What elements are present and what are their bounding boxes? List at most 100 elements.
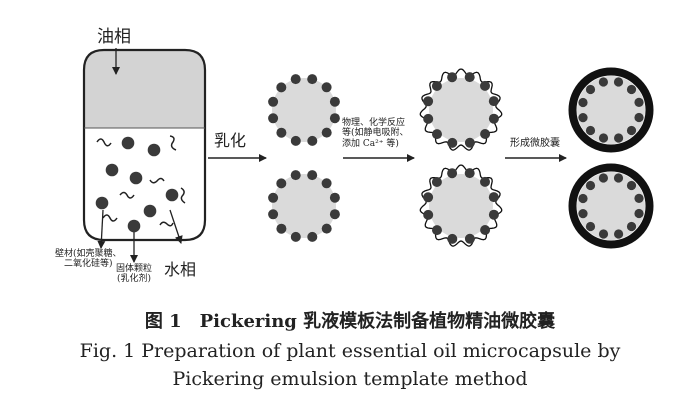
adsorbed-particle [613, 77, 624, 87]
adsorbed-particle [488, 209, 499, 220]
reaction-label-line1: 物理、化学反应 [342, 118, 406, 128]
solid-particle-label-line2: (乳化剂) [116, 274, 152, 285]
beaker [82, 48, 207, 242]
pickering-droplets [268, 74, 340, 242]
pickering-process-diagram [82, 48, 654, 263]
solid-particle [129, 171, 143, 185]
adsorbed-particle [432, 129, 442, 140]
adsorbed-particle [290, 231, 301, 242]
adsorbed-particle [329, 113, 340, 124]
figure-caption-en-line2: Pickering emulsion template method [172, 368, 528, 390]
adsorbed-particle [321, 82, 332, 93]
adsorbed-particle [578, 97, 588, 108]
adsorbed-particle [447, 72, 458, 83]
adsorbed-particle [307, 231, 318, 242]
capsule-shell [568, 67, 654, 153]
adsorbed-particle [464, 137, 475, 148]
adsorbed-particle [268, 96, 279, 107]
adsorbed-particle [634, 112, 644, 123]
oil-droplet [272, 174, 336, 238]
adsorbed-particle [585, 180, 596, 191]
adsorbed-particle [614, 133, 624, 143]
adsorbed-particle [488, 192, 499, 203]
adsorbed-particle [307, 170, 318, 181]
adsorbed-particle [276, 223, 287, 234]
adsorbed-particle [626, 125, 637, 136]
adsorbed-particle [598, 173, 609, 183]
adsorbed-particle [307, 135, 318, 146]
wall-material-label-line2: 二氧化硅等) [64, 259, 113, 270]
reaction-label-line2: 等(如静电吸附、 [342, 128, 409, 139]
adsorbed-particle [431, 81, 442, 91]
solid-particle-label-line1: 固体颗粒 [116, 264, 153, 274]
adsorbed-particle [329, 192, 340, 203]
adsorbed-particle [464, 168, 475, 179]
adsorbed-particle [447, 233, 458, 244]
adsorbed-particle [423, 209, 434, 220]
adsorbed-particle [432, 225, 442, 236]
wall-material-strand [149, 177, 165, 184]
adsorbed-particle [268, 209, 279, 220]
wall-material-strand [102, 214, 118, 222]
adsorbed-particle [431, 177, 442, 187]
solid-particle [121, 136, 135, 150]
solid-particle [105, 163, 119, 177]
adsorbed-particle [276, 178, 287, 189]
reaction-label-line3: 添加 Ca²⁺ 等) [342, 138, 399, 149]
adsorbed-particle [598, 229, 609, 239]
capsule-core [577, 172, 645, 240]
adsorbed-particle [321, 127, 332, 138]
wall-material-layer [419, 164, 503, 247]
capsule-core [577, 76, 645, 144]
emulsify-label: 乳化 [214, 131, 247, 150]
oil-phase-label: 油相 [97, 27, 131, 47]
adsorbed-particle [276, 127, 287, 138]
adsorbed-particle [447, 137, 458, 148]
figure-caption-en-line1: Fig. 1 Preparation of plant essential oi… [79, 340, 621, 362]
oil-droplet [429, 78, 493, 142]
wall-material-strand [119, 191, 135, 199]
adsorbed-particle [626, 180, 637, 191]
oil-droplet [429, 174, 493, 238]
solid-particle [95, 196, 109, 210]
adsorbed-particle [585, 221, 596, 232]
reaction-label: 物理、化学反应 等(如静电吸附、 添加 Ca²⁺ 等) [342, 118, 409, 149]
adsorbed-particle [626, 221, 637, 232]
capsule-shell [568, 163, 654, 249]
adsorbed-particle [464, 233, 475, 244]
wall-material-label: 壁材(如壳聚糖、 二氧化硅等) [55, 249, 122, 270]
wall-coated-droplets [419, 68, 503, 247]
solid-particle [165, 188, 179, 202]
adsorbed-particle [598, 77, 609, 87]
form-capsule-label: 形成微胶囊 [510, 138, 560, 149]
adsorbed-particle [423, 96, 434, 107]
adsorbed-particle [585, 125, 596, 136]
adsorbed-particle [268, 113, 279, 124]
adsorbed-particle [634, 208, 644, 219]
adsorbed-particle [480, 129, 491, 139]
adsorbed-particle [290, 74, 301, 85]
adsorbed-particle [488, 113, 499, 124]
beaker-outline [82, 48, 207, 242]
adsorbed-particle [423, 113, 434, 124]
adsorbed-particle [290, 135, 301, 146]
oil-droplet [272, 78, 336, 142]
adsorbed-particle [329, 96, 340, 107]
adsorbed-particle [276, 82, 287, 93]
solid-particle [147, 143, 161, 157]
wall-material-pointer [97, 209, 106, 249]
adsorbed-particle [626, 84, 637, 95]
adsorbed-particle [290, 170, 301, 181]
beaker-solid-particles [95, 136, 179, 233]
adsorbed-particle [268, 192, 279, 203]
wall-material-strand [159, 221, 174, 227]
adsorbed-particle [578, 113, 588, 123]
water-phase-pointer [169, 209, 183, 244]
adsorbed-particle [578, 193, 588, 204]
adsorbed-particle [585, 84, 596, 95]
adsorbed-particle [480, 225, 491, 235]
adsorbed-particle [634, 193, 644, 203]
figure-caption-cn: 图 1 Pickering 乳液模板法制备植物精油微胶囊 [144, 311, 556, 332]
adsorbed-particle [634, 97, 644, 107]
adsorbed-particle [307, 74, 318, 85]
